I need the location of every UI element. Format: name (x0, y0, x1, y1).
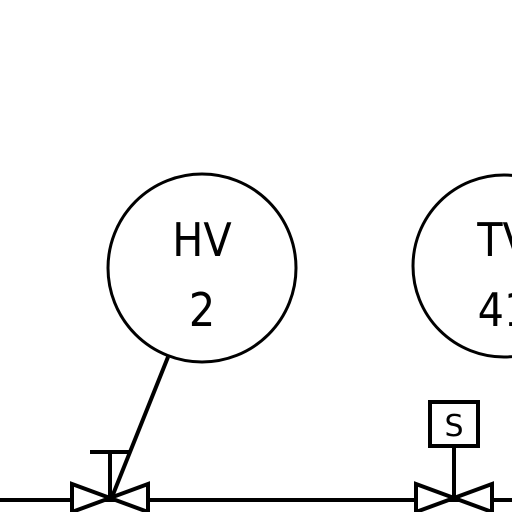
hv-leader-line (110, 356, 170, 498)
solenoid-label: S (444, 409, 463, 444)
tv-tag-number: 41 (478, 283, 512, 337)
hv-tag-number: 2 (189, 283, 215, 337)
solenoid-valve: S (414, 400, 494, 512)
hand-valve (70, 450, 150, 512)
hv-tag-letters: HV (172, 213, 231, 267)
instrument-bubble-tv: TV 41 (411, 173, 512, 359)
instrument-bubble-hv: HV 2 (106, 172, 298, 364)
tv-tag-letters: TV (476, 213, 512, 267)
solenoid-actuator-box (428, 400, 480, 448)
